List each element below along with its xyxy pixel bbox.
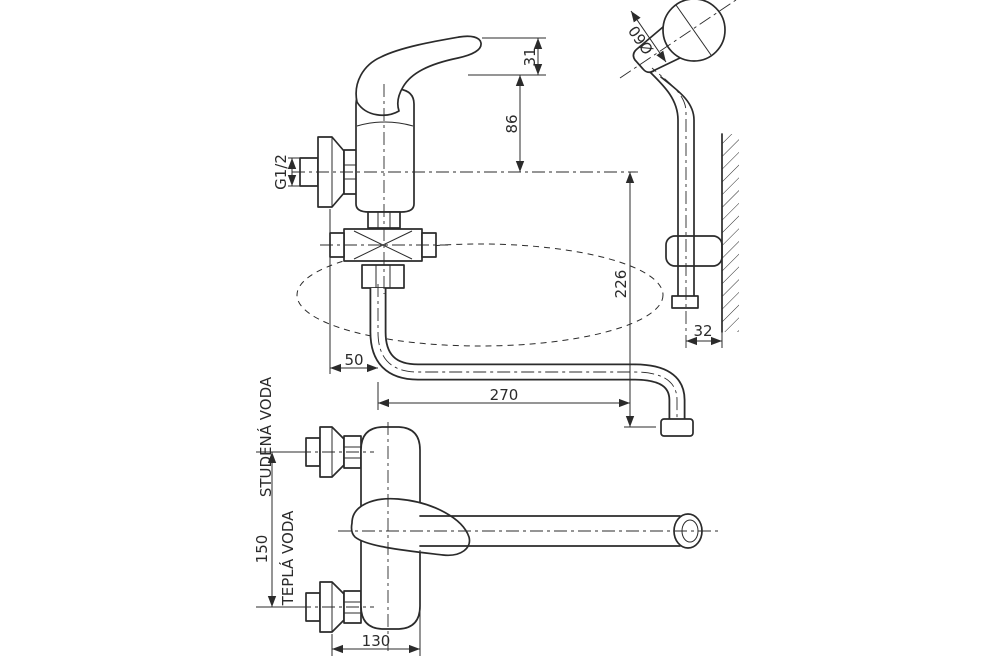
dim-thread-g12: G1/2 [272,154,290,190]
swivel-spout-side [369,284,694,437]
dim-50: 50 [344,351,363,369]
dim-226: 226 [612,270,630,299]
side-view-dimensions: G1/2 31 86 226 50 270 [272,37,656,428]
dim-270: 270 [490,386,519,404]
dim-150: 150 [253,535,271,564]
label-cold-water: STUDENÁ VODA [256,376,275,497]
aerator-side [660,418,694,437]
hose-end-cap [671,295,699,309]
spout-nut [361,264,405,289]
shower-hose [647,69,699,309]
dim-86: 86 [503,114,521,133]
lever-handle-side [355,35,482,117]
front-view-dimensions: 150 STUDENÁ VODA TEPLÁ VODA 130 [253,376,421,656]
shower-wall-bracket [665,235,723,267]
label-hot-water: TEPLÁ VODA [278,510,297,607]
spout-front [419,513,703,549]
hand-shower-assembly: Ø60 32 [619,0,739,348]
side-view: G1/2 31 86 226 50 270 [272,35,694,437]
lever-handle-front [350,497,471,557]
front-view: 150 STUDENÁ VODA TEPLÁ VODA 130 [253,376,718,656]
spout-swivel-range-ellipse [296,243,664,347]
dim-31: 31 [521,47,539,66]
wall-hatching [722,134,739,332]
dim-32: 32 [693,322,712,340]
dim-130: 130 [362,632,391,650]
hose-centerline [651,67,687,348]
